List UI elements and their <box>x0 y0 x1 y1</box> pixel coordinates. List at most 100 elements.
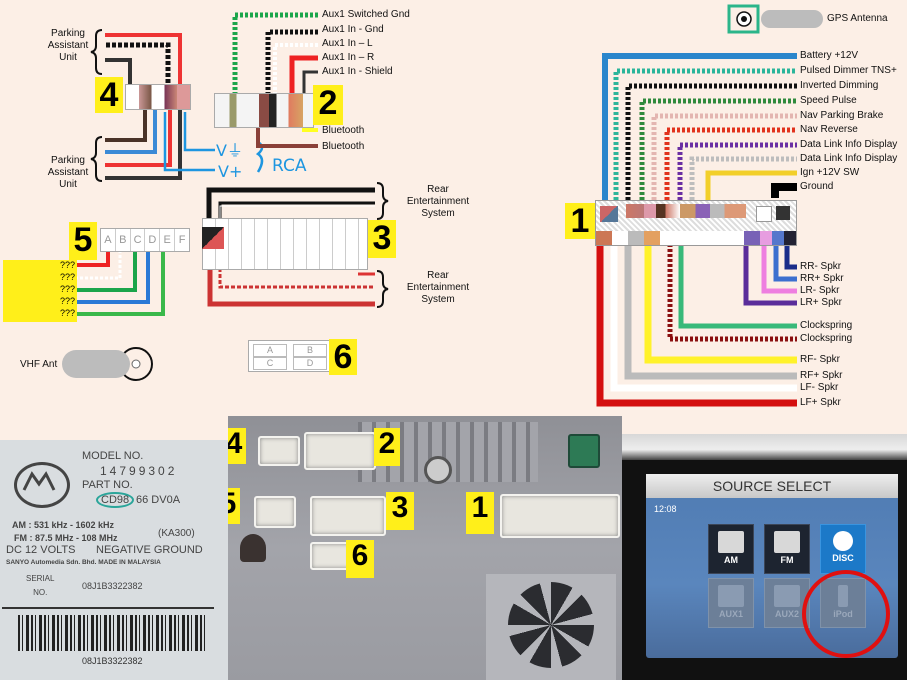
wire-4-brown <box>105 108 147 142</box>
wire-c1-dimmer <box>613 68 797 200</box>
label-aux1-switched-gnd: Aux1 Switched Gnd <box>322 9 410 20</box>
bezel-top <box>622 434 907 460</box>
brace-4-bottom <box>90 136 103 182</box>
wire-2-red <box>289 55 318 95</box>
connector-4-number: 4 <box>95 77 123 113</box>
unknown-label: ??? <box>59 296 75 306</box>
wire-c1-rf-plus <box>624 244 797 380</box>
handwritten-rca: RCA <box>272 156 307 176</box>
connector-6-pin: A <box>253 344 287 357</box>
label-aux1-in-gnd: Aux1 In - Gnd <box>322 24 384 35</box>
unknown-label: ??? <box>59 284 75 294</box>
vhf-antenna-label: VHF Ant <box>20 359 58 370</box>
wire-5-blue <box>77 230 150 304</box>
screen-title-bar <box>646 474 898 498</box>
connector-1 <box>595 200 797 246</box>
photo-number-2: 2 <box>374 428 400 466</box>
connector-3-pin-colored <box>202 227 224 249</box>
rear-panel-photo: 4 2 5 3 1 6 <box>228 416 622 680</box>
wire-3-black-1 <box>206 187 375 220</box>
connector-5: A B C D E F <box>100 228 190 252</box>
label-bluetooth-2: Bluetooth <box>322 141 365 152</box>
source-tile-fm[interactable]: FM <box>764 524 810 574</box>
screen-title: SOURCE SELECT <box>712 478 832 494</box>
wire-4-black <box>105 108 182 180</box>
c1-label-rr-minus: RR- Spkr <box>800 261 842 272</box>
c1-label-rf-minus: RF- Spkr <box>800 354 840 365</box>
wire-c1-parking_brake <box>651 113 797 200</box>
connector-5-pin: A <box>101 229 116 251</box>
connector-5-pin: B <box>116 229 131 251</box>
label-bluetooth-1: Bluetooth <box>322 125 365 136</box>
port-5 <box>254 496 296 528</box>
model-number: 14799302 <box>100 464 178 478</box>
connector-2-number: 2 <box>313 85 343 125</box>
connector-5-unknown-box: ??? ??? ??? ??? ??? <box>3 260 77 322</box>
wire-2-shield <box>302 70 318 95</box>
c1-label-parking-brake: Nav Parking Brake <box>800 110 884 121</box>
connector-5-number: 5 <box>69 222 97 260</box>
label-aux1-in-r: Aux1 In – R <box>322 52 375 63</box>
source-tile-am[interactable]: AM <box>708 524 754 574</box>
wire-c1-rr-minus <box>784 244 797 270</box>
c1-label-speed: Speed Pulse <box>800 95 857 106</box>
wire-2-brown <box>256 125 318 148</box>
aux-cable-icon <box>774 585 800 607</box>
part-number: 66 DV0A <box>136 494 181 506</box>
port-3 <box>310 496 386 536</box>
wire-4-black-top2 <box>105 58 132 95</box>
source-tile-disc[interactable]: DISC <box>820 524 866 574</box>
unknown-label: ??? <box>59 272 75 282</box>
c1-label-lf-minus: LF- Spkr <box>800 382 839 393</box>
label-aux1-in-shield: Aux1 In - Shield <box>322 66 393 77</box>
fm-range: FM : 87.5 MHz - 108 MHz <box>14 533 118 543</box>
c1-label-datalink2: Data Link Info Display <box>800 153 898 164</box>
wire-4-red <box>105 108 172 167</box>
connector-5-pin: D <box>145 229 161 251</box>
model-label: MODEL NO. <box>82 450 144 462</box>
wire-c1-rr-plus <box>773 244 797 282</box>
photo-number-1: 1 <box>466 492 494 534</box>
c1-label-inverted: Inverted Dimming <box>800 80 879 91</box>
source-tile-aux1[interactable]: AUX1 <box>708 578 754 628</box>
photo-number-4: 4 <box>228 428 246 464</box>
photo-number-6: 6 <box>346 540 374 578</box>
connector-5-pin: F <box>178 234 186 246</box>
wire-5-red <box>77 250 110 267</box>
label-plate-photo: MODEL NO. 14799302 PART NO. CD98 66 DV0A… <box>0 440 228 680</box>
c1-label-clock1: Clockspring <box>800 320 853 331</box>
part-number-circled: CD98 <box>96 492 135 508</box>
unknown-label: ??? <box>59 260 75 270</box>
highlight-circle <box>802 570 890 658</box>
gps-port <box>568 434 600 468</box>
aux-cable-icon <box>718 585 744 607</box>
negative-ground: NEGATIVE GROUND <box>96 544 203 556</box>
part-label: PART NO. <box>82 479 133 491</box>
gps-antenna-box <box>727 4 760 34</box>
fan-icon <box>486 574 616 680</box>
brace-4-top <box>90 29 103 75</box>
wire-4-blue <box>105 108 157 154</box>
vhf-port <box>240 534 266 562</box>
wire-c1-clock1 <box>678 244 797 329</box>
handwritten-v-plus: V+ <box>218 162 243 181</box>
wire-3-red-1 <box>218 268 375 289</box>
connector-1-number: 1 <box>565 203 595 239</box>
wire-c1-datalink2 <box>689 156 797 200</box>
wire-c1-ign <box>705 170 797 200</box>
label-aux1-in-l: Aux1 In – L <box>322 38 373 49</box>
mazda-logo-icon <box>14 462 70 508</box>
wire-5-white <box>77 250 122 280</box>
wire-4-red-top <box>105 33 182 95</box>
wire-2-black <box>265 29 318 95</box>
display: SOURCE SELECT 12:08 AM FM DISC AUX1 AUX2… <box>646 474 898 658</box>
wire-2-green <box>232 12 318 95</box>
gps-antenna-label: GPS Antenna <box>827 13 888 24</box>
barcode-text: 08J1B3322382 <box>82 656 143 666</box>
handwritten-v-ground: V⏚ <box>216 141 243 160</box>
radio-icon <box>774 531 800 553</box>
